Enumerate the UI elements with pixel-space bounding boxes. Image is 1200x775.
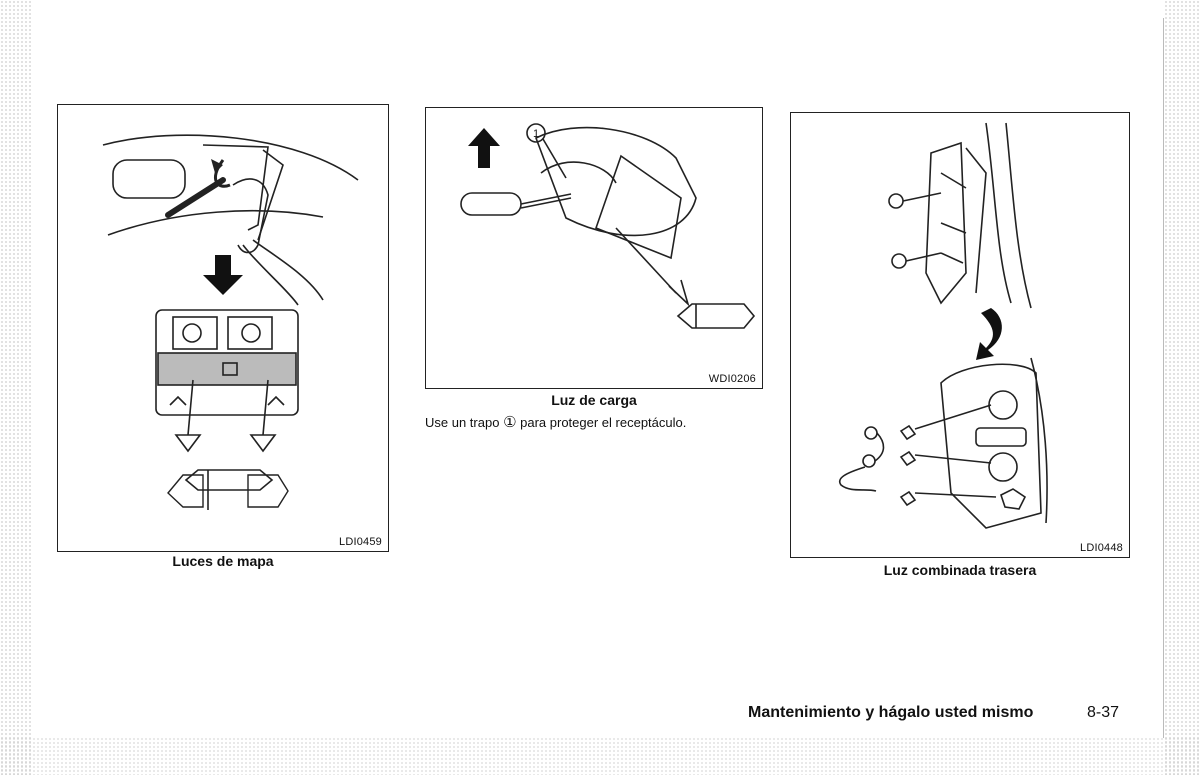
figure-rear-combination-light: LDI0448 bbox=[790, 112, 1130, 558]
figure-caption: Luz de carga bbox=[551, 392, 637, 408]
callout-symbol: ① bbox=[503, 414, 517, 431]
scan-edge-bottom bbox=[0, 737, 1200, 775]
figure-caption: Luces de mapa bbox=[172, 553, 274, 569]
figure-code: LDI0459 bbox=[339, 536, 382, 548]
section-title: Mantenimiento y hágalo usted mismo bbox=[748, 704, 1034, 721]
note-text-after: para proteger el receptáculo. bbox=[520, 415, 687, 430]
figure-code: WDI0206 bbox=[708, 373, 756, 385]
note-text-before: Use un trapo bbox=[425, 415, 500, 430]
figure-map-lights: LDI0459 bbox=[57, 104, 389, 552]
instruction-note: Use un trapo ① para proteger el receptác… bbox=[425, 413, 686, 431]
map-lights-illustration bbox=[102, 134, 359, 510]
rear-light-illustration bbox=[839, 122, 1048, 529]
figure-caption: Luz combinada trasera bbox=[883, 562, 1037, 578]
page-number: 8-37 bbox=[1087, 704, 1120, 721]
figure-cargo-light: 1 WDI0206 bbox=[425, 107, 763, 389]
figure-code: LDI0448 bbox=[1080, 542, 1123, 554]
cargo-light-illustration: 1 bbox=[460, 123, 756, 329]
scan-edge-right bbox=[1164, 0, 1200, 775]
page-margin-rule bbox=[1163, 18, 1164, 738]
callout-number: 1 bbox=[533, 128, 539, 140]
scan-edge-left bbox=[0, 0, 32, 775]
mirror bbox=[112, 159, 186, 199]
